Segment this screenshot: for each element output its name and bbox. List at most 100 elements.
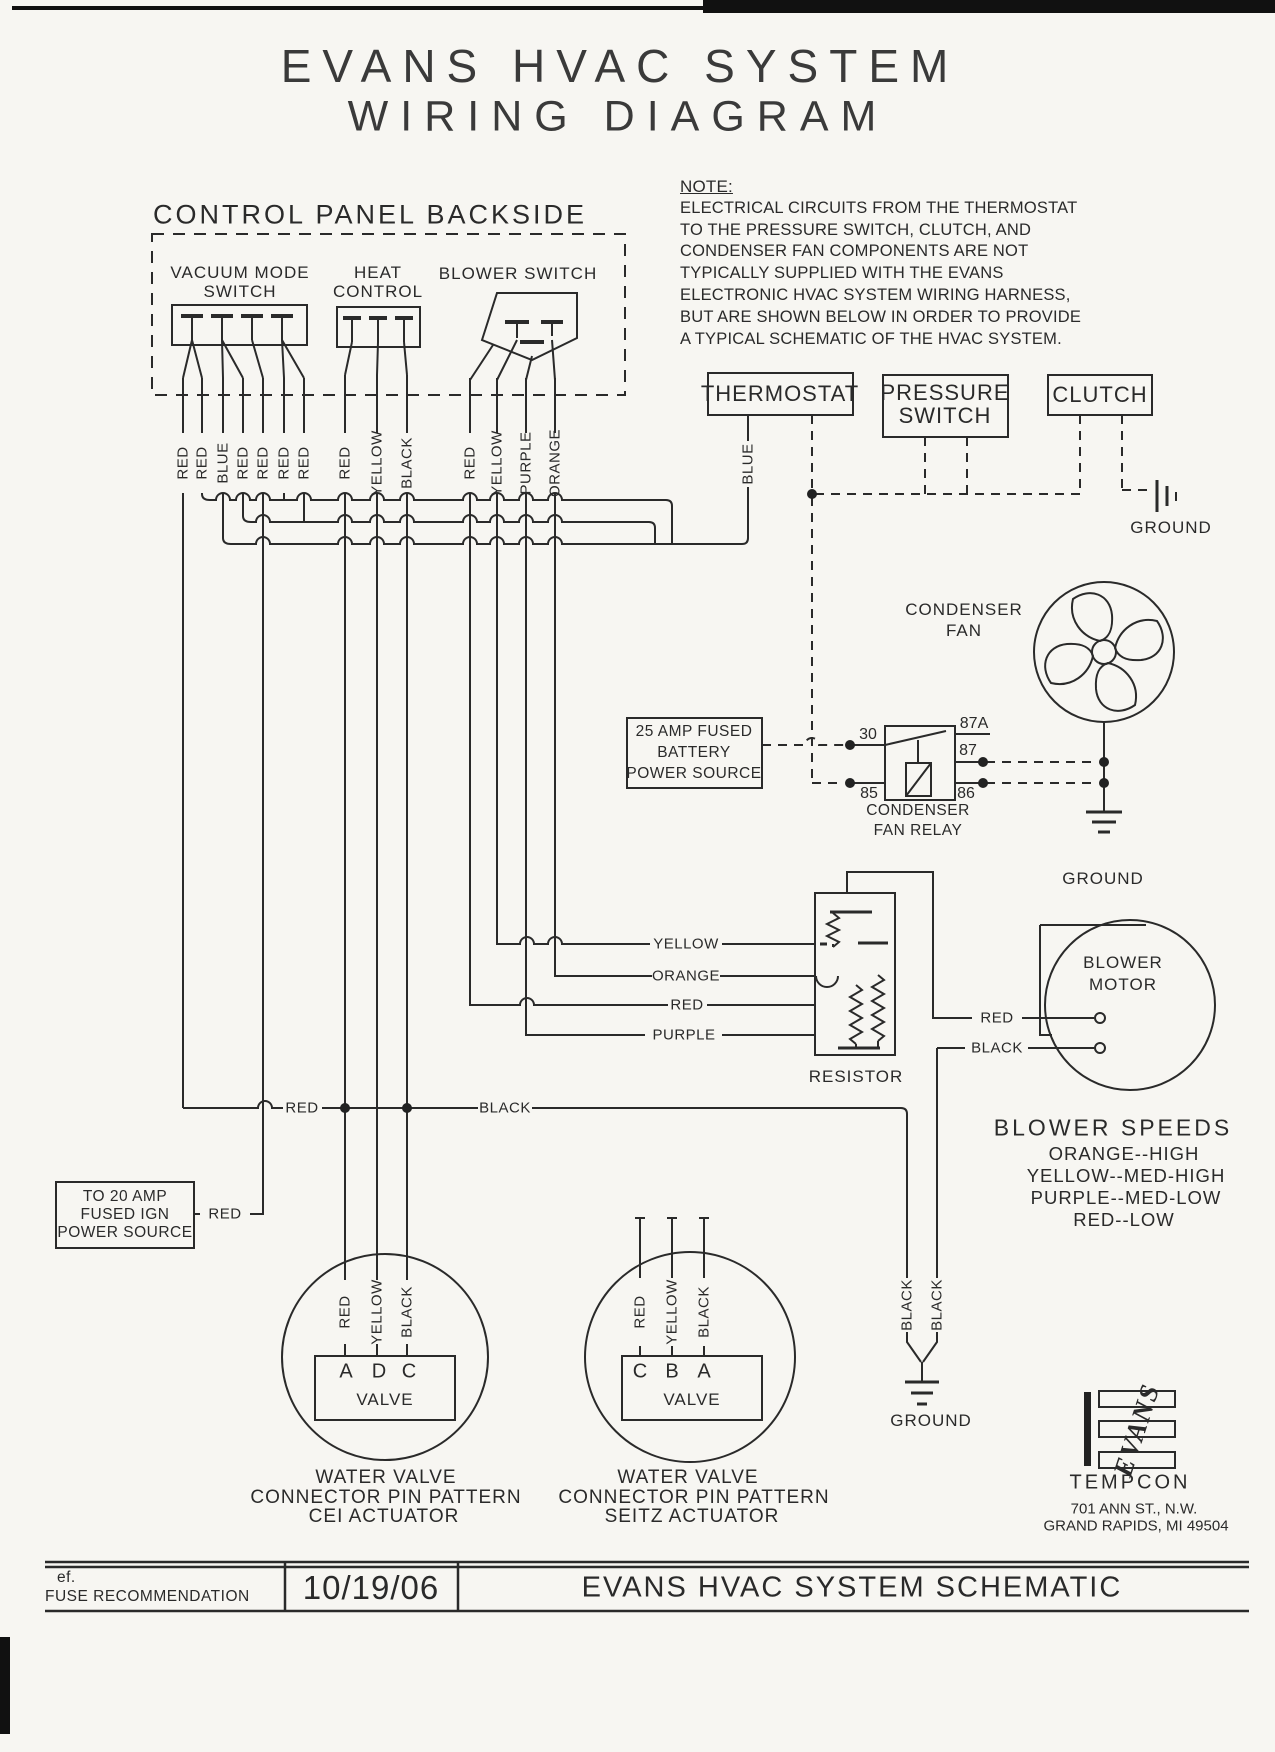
bus-black-label: BLACK <box>479 1099 531 1117</box>
valve-right-wire-yellow: YELLOW <box>663 1279 681 1345</box>
valve-left-caption1: WATER VALVE <box>315 1467 457 1488</box>
wire-label: BLUE <box>214 442 232 484</box>
note-line: A TYPICAL SCHEMATIC OF THE HVAC SYSTEM. <box>680 329 1062 348</box>
titleblock-date: 10/19/06 <box>302 1569 440 1606</box>
note-line: ELECTRONIC HVAC SYSTEM WIRING HARNESS, <box>680 285 1071 304</box>
bus-red-label: RED <box>285 1099 319 1117</box>
junction-dots <box>340 489 1109 1113</box>
relay-pin-86: 86 <box>957 785 975 802</box>
valve-right-pin-a: A <box>697 1360 711 1383</box>
water-valve-left-symbol <box>281 1253 489 1461</box>
relay-pin-30: 30 <box>859 726 877 743</box>
wire-label: RED <box>275 446 293 480</box>
blower-motor-symbol <box>1039 919 1216 1091</box>
dashed-circuit <box>762 415 1150 784</box>
resistor-symbol <box>814 871 1094 1056</box>
valve-right-wire-red: RED <box>631 1295 649 1329</box>
battery-label2: BATTERY <box>657 744 731 761</box>
bus-lines <box>210 415 749 545</box>
motor-black-label: BLACK <box>971 1039 1023 1057</box>
valve-left-wire-red: RED <box>336 1295 354 1329</box>
resistor-wire-orange: ORANGE <box>651 967 721 985</box>
thermostat-box <box>707 372 854 416</box>
wire-label: ORANGE <box>546 428 564 498</box>
blower-speed-line: RED--LOW <box>1073 1209 1175 1230</box>
note-line: ELECTRICAL CIRCUITS FROM THE THERMOSTAT <box>680 198 1078 217</box>
resistor-wire-yellow: YELLOW <box>653 935 719 953</box>
valve-left-label: VALVE <box>356 1390 414 1409</box>
wire-label: RED <box>234 446 252 480</box>
wire-label: RED <box>193 446 211 480</box>
valve-right-pin-c: C <box>632 1360 648 1383</box>
relay-label2: FAN RELAY <box>873 822 963 839</box>
blower-speed-line: PURPLE--MED-LOW <box>1030 1187 1222 1208</box>
clutch-ground-symbol <box>1155 480 1177 512</box>
condenser-fan-label2: FAN <box>945 621 983 640</box>
blower-switch-label: BLOWER SWITCH <box>438 264 598 283</box>
resistor-wire-purple: PURPLE <box>652 1026 716 1044</box>
wire-label: YELLOW <box>488 430 506 496</box>
thermostat-label: THERMOSTAT <box>700 381 860 406</box>
titleblock-fuse-recommendation: FUSE RECOMMENDATION <box>45 1588 250 1605</box>
page-title-line1: EVANS HVAC SYSTEM <box>280 40 960 92</box>
wire-label: BLACK <box>398 437 416 489</box>
pressure-switch-label2: SWITCH <box>898 403 992 428</box>
control-panel-heading: CONTROL PANEL BACKSIDE <box>152 199 588 230</box>
ign-red-label: RED <box>208 1205 242 1223</box>
battery-label1: 25 AMP FUSED <box>635 723 753 740</box>
valve-left-pin-c: C <box>401 1360 417 1383</box>
valve-right-caption1: WATER VALVE <box>617 1467 759 1488</box>
condenser-fan-symbol <box>1033 581 1175 723</box>
logo-address2: GRAND RAPIDS, MI 49504 <box>1043 1517 1229 1535</box>
control-panel-dashed-box <box>151 233 626 396</box>
resistor-wire-red: RED <box>670 996 704 1014</box>
pressure-switch-box <box>882 374 1009 438</box>
ign-label3: POWER SOURCE <box>57 1224 193 1241</box>
valve-right-wire-black: BLACK <box>695 1286 713 1338</box>
blower-motor-label1: BLOWER <box>1083 953 1163 972</box>
relay-pin-87: 87 <box>959 742 977 759</box>
note-line: TO THE PRESSURE SWITCH, CLUTCH, AND <box>680 220 1032 239</box>
battery-box <box>626 717 763 789</box>
fan-ground-symbol <box>1086 722 1122 834</box>
heat-control-label2: CONTROL <box>332 282 424 301</box>
heat-control-label: HEAT <box>353 263 403 282</box>
water-valve-right-symbol <box>584 1217 796 1463</box>
note-line: TYPICALLY SUPPLIED WITH THE EVANS <box>680 264 1004 283</box>
valve-right-caption2: CONNECTOR PIN PATTERN <box>558 1487 830 1508</box>
vacuum-mode-switch-symbol <box>171 304 308 379</box>
wire-label: PURPLE <box>517 431 535 495</box>
blower-speed-line: YELLOW--MED-HIGH <box>1026 1165 1226 1186</box>
note-line: BUT ARE SHOWN BELOW IN ORDER TO PROVIDE <box>680 307 1082 326</box>
condenser-fan-label: CONDENSER <box>905 600 1023 619</box>
relay-label1: CONDENSER <box>866 802 970 819</box>
heat-control-symbol <box>336 306 421 376</box>
relay-pin-87a: 87A <box>959 715 989 732</box>
wire-label: RED <box>461 446 479 480</box>
valve-right-caption3: SEITZ ACTUATOR <box>604 1506 780 1527</box>
wire-label: RED <box>254 446 272 480</box>
bottom-black-wire2: BLACK <box>928 1279 946 1331</box>
motor-red-label: RED <box>980 1009 1014 1027</box>
blower-switch-symbol <box>469 292 578 381</box>
vacuum-switch-label: VACUUM MODE <box>170 263 310 282</box>
blower-speed-line: ORANGE--HIGH <box>1048 1143 1200 1164</box>
titleblock-title: EVANS HVAC SYSTEM SCHEMATIC <box>581 1571 1123 1604</box>
tempcon-logo-marks <box>1084 1390 1176 1469</box>
valve-right-label: VALVE <box>663 1390 721 1409</box>
valve-left-pin-a: A <box>339 1360 353 1383</box>
clutch-box <box>1047 374 1153 416</box>
note-block: NOTE: ELECTRICAL CIRCUITS FROM THE THERM… <box>680 176 1100 350</box>
wire-label: RED <box>295 446 313 480</box>
note-heading: NOTE: <box>680 177 733 196</box>
bottom-ground-label: GROUND <box>890 1411 972 1430</box>
page-title-line2: WIRING DIAGRAM <box>347 92 889 141</box>
ign-power-source-box <box>55 1181 195 1249</box>
ign-label2: FUSED IGN <box>80 1206 170 1223</box>
title-block-lines <box>45 1560 1249 1613</box>
valve-left-caption2: CONNECTOR PIN PATTERN <box>250 1487 522 1508</box>
clutch-label: CLUTCH <box>1052 382 1148 407</box>
battery-label3: POWER SOURCE <box>626 765 762 782</box>
